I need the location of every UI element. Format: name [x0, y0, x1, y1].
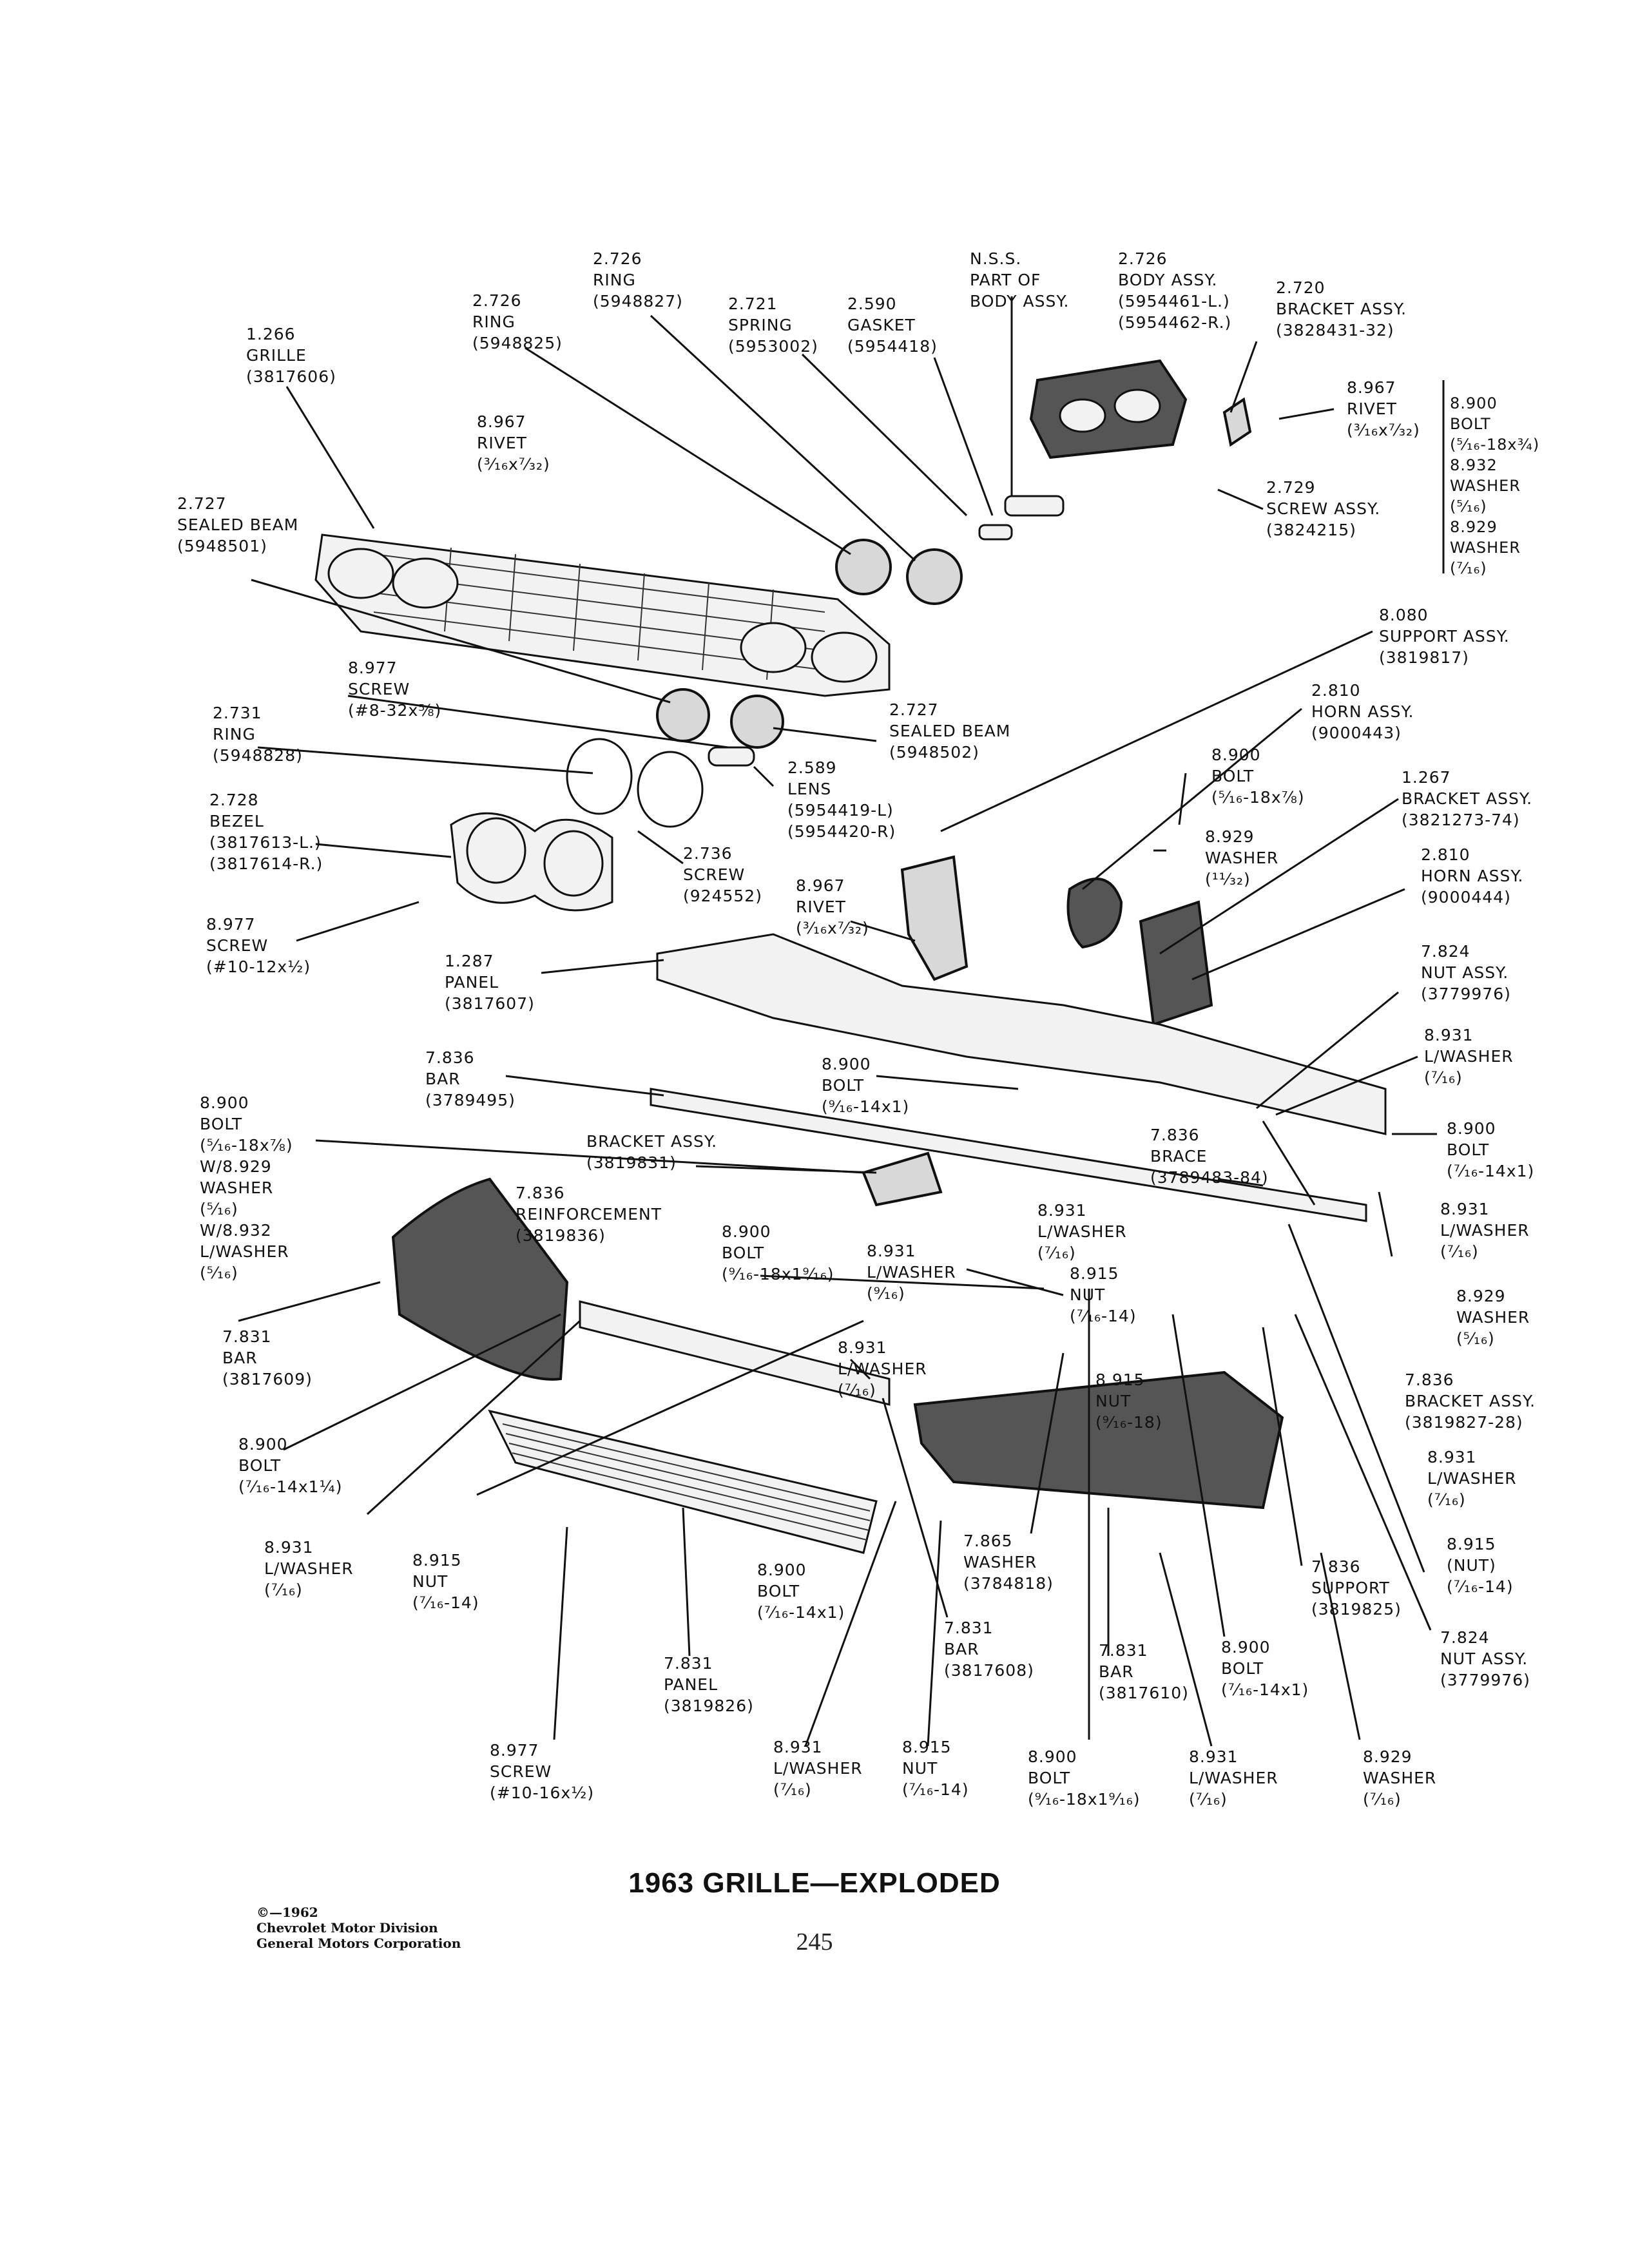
callout-lens: 2.589 LENS (5954419-L) (5954420-R)	[787, 758, 896, 841]
bumper-left-part	[391, 1177, 569, 1381]
callout-reinforcement: 7.836 REINFORCEMENT (3819836)	[516, 1184, 662, 1245]
grille-part	[314, 533, 891, 697]
callout-bracket-3821273: 1.267 BRACKET ASSY. (3821273-74)	[1402, 768, 1533, 829]
callout-gasket: 2.590 GASKET (5954418)	[847, 294, 938, 356]
callout-horn-9000443: 2.810 HORN ASSY. (9000443)	[1311, 681, 1414, 742]
leader-lines	[238, 296, 1445, 1747]
callout-horn-9000444: 2.810 HORN ASSY. (9000444)	[1421, 845, 1524, 907]
headlamp-parts	[450, 539, 963, 912]
callout-washer-7-16: 8.929 WASHER (⁷⁄₁₆)	[1363, 1747, 1437, 1809]
bumper-right-part	[913, 1370, 1284, 1510]
callout-nut-7-16-14-a: 8.915 NUT (⁷⁄₁₆-14)	[1070, 1264, 1137, 1325]
callout-lwasher-7-16-g: 8.931 L/WASHER (⁷⁄₁₆)	[773, 1738, 863, 1799]
brace-part	[1262, 1120, 1316, 1206]
callout-rivet-right: 8.967 RIVET (³⁄₁₆x⁷⁄₃₂)	[477, 412, 550, 474]
callout-support-3819817: 8.080 SUPPORT ASSY. (3819817)	[1379, 606, 1510, 667]
callout-spring: 2.721 SPRING (5953002)	[728, 294, 818, 356]
callout-screw-10-12: 8.977 SCREW (#10-12x½)	[206, 915, 311, 976]
callout-ring-5948828: 2.731 RING (5948828)	[213, 704, 303, 765]
callout-bolt-9-16-14x1: 8.900 BOLT (⁹⁄₁₆-14x1)	[822, 1055, 910, 1116]
callout-screw-10-16: 8.977 SCREW (#10-16x½)	[490, 1741, 595, 1802]
callout-nss: N.S.S. PART OF BODY ASSY.	[970, 249, 1070, 311]
callout-nut-7-16-14-c: 8.915 NUT (⁷⁄₁₆-14)	[902, 1738, 969, 1799]
callout-washer-11-32: 8.929 WASHER (¹¹⁄₃₂)	[1205, 827, 1279, 889]
callout-nut-paren: 8.915 (NUT) (⁷⁄₁₆-14)	[1447, 1535, 1514, 1596]
callout-nut-3779976-bot: 7.824 NUT ASSY. (3779976)	[1440, 1628, 1530, 1689]
callout-bar-3817609: 7.831 BAR (3817609)	[222, 1327, 313, 1389]
page-number: 245	[796, 1928, 833, 1956]
callout-washer-3784818: 7.865 WASHER (3784818)	[963, 1532, 1054, 1593]
callout-lwasher-7-16-f: 8.931 L/WASHER (⁷⁄₁₆)	[264, 1538, 354, 1599]
callout-bracket-3819827: 7.836 BRACKET ASSY. (3819827-28)	[1405, 1370, 1536, 1432]
callout-bracket-3828431: 2.720 BRACKET ASSY. (3828431-32)	[1276, 278, 1407, 340]
bar-part	[650, 1088, 1367, 1222]
callout-sealed-beam-5948501: 2.727 SEALED BEAM (5948501)	[177, 494, 299, 555]
panel-part	[656, 933, 1387, 1135]
callout-bolt-7-16-14x1-1-4: 8.900 BOLT (⁷⁄₁₆-14x1¼)	[238, 1435, 343, 1496]
callout-panel-3817607: 1.287 PANEL (3817607)	[445, 952, 535, 1013]
callout-rivet-mid: 8.967 RIVET (³⁄₁₆x⁷⁄₃₂)	[796, 876, 869, 937]
callout-bolt-7-16-14x1-mid: 8.900 BOLT (⁷⁄₁₆-14x1)	[757, 1561, 845, 1622]
callout-lwasher-9-16: 8.931 L/WASHER (⁹⁄₁₆)	[867, 1242, 956, 1303]
callout-lwasher-7-16-d: 8.931 L/WASHER (⁷⁄₁₆)	[838, 1338, 927, 1399]
callout-ring-5948825: 2.726 RING (5948825)	[472, 291, 563, 352]
callout-lwasher-7-16-h: 8.931 L/WASHER (⁷⁄₁₆)	[1189, 1747, 1278, 1809]
callout-grille: 1.266 GRILLE (3817606)	[246, 325, 336, 386]
copyright-notice: ©—1962 Chevrolet Motor Division General …	[256, 1905, 461, 1951]
callout-bolt-7-16-14x1-bot: 8.900 BOLT (⁷⁄₁₆-14x1)	[1221, 1638, 1309, 1699]
callout-bolt-7-16-14x1-right: 8.900 BOLT (⁷⁄₁₆-14x1)	[1447, 1119, 1535, 1180]
callout-lwasher-7-16-c: 8.931 L/WASHER (⁷⁄₁₆)	[1440, 1200, 1530, 1261]
callout-bar-3817608: 7.831 BAR (3817608)	[944, 1619, 1034, 1680]
callout-bar-3817610: 7.831 BAR (3817610)	[1099, 1641, 1189, 1702]
callout-ring-5948827: 2.726 RING (5948827)	[593, 249, 683, 311]
callout-nut-9-16-18: 8.915 NUT (⁹⁄₁₆-18)	[1095, 1370, 1162, 1432]
callout-washer-5-16: 8.929 WASHER (⁵⁄₁₆)	[1456, 1287, 1530, 1348]
callout-bolt-9-16-18: 8.900 BOLT (⁹⁄₁₆-18x1⁹⁄₁₆)	[722, 1222, 834, 1283]
callout-lwasher-7-16-e: 8.931 L/WASHER (⁷⁄₁₆)	[1427, 1448, 1517, 1509]
callout-lwasher-7-16-a: 8.931 L/WASHER (⁷⁄₁₆)	[1424, 1026, 1514, 1087]
callout-bar-3789495: 7.836 BAR (3789495)	[425, 1048, 516, 1110]
callout-rivet-top: 8.967 RIVET (³⁄₁₆x⁷⁄₃₂)	[1347, 378, 1420, 439]
callout-bolt-9-16-18-bot: 8.900 BOLT (⁹⁄₁₆-18x1⁹⁄₁₆)	[1028, 1747, 1141, 1809]
callout-screw-924552: 2.736 SCREW (924552)	[683, 844, 762, 905]
callout-brace: 7.836 BRACE (3789483-84)	[1150, 1126, 1269, 1187]
callout-nut-3779976-top: 7.824 NUT ASSY. (3779976)	[1421, 942, 1511, 1003]
callout-bolt-group-left: 8.900 BOLT (⁵⁄₁₆-18x⅞) W/8.929 WASHER (⁵…	[200, 1093, 293, 1282]
callout-panel-3819826: 7.831 PANEL (3819826)	[664, 1654, 754, 1715]
callout-nut-7-16-14-b: 8.915 NUT (⁷⁄₁₆-14)	[412, 1551, 479, 1612]
callout-lwasher-7-16-b: 8.931 L/WASHER (⁷⁄₁₆)	[1037, 1201, 1127, 1262]
callout-bolt-5-16-18x7-8: 8.900 BOLT (⁵⁄₁₆-18x⅞)	[1211, 745, 1305, 807]
page-title: 1963 GRILLE—EXPLODED	[628, 1867, 1001, 1899]
callout-sealed-beam-5948502: 2.727 SEALED BEAM (5948502)	[889, 700, 1011, 762]
lower-panel-part	[488, 1409, 878, 1554]
callout-bracket-3819831: BRACKET ASSY. (3819831)	[586, 1132, 718, 1172]
callout-bezel: 2.728 BEZEL (3817613-L.) (3817614-R.)	[209, 791, 323, 873]
bumper-center-part	[579, 1300, 891, 1406]
callout-body-assy: 2.726 BODY ASSY. (5954461-L.) (5954462-R…	[1118, 249, 1232, 332]
callout-screw-3824215: 2.729 SCREW ASSY. (3824215)	[1266, 478, 1381, 539]
callout-screw-8-32: 8.977 SCREW (#8-32x⅝)	[348, 658, 442, 720]
callout-support-3819825: 7.836 SUPPORT (3819825)	[1311, 1557, 1402, 1619]
body-assy-part	[978, 359, 1252, 541]
callout-bolt-washer-right: 8.900 BOLT (⁵⁄₁₆-18x¾) 8.932 WASHER (⁵⁄₁…	[1450, 394, 1540, 577]
bracket-part	[862, 1151, 943, 1207]
